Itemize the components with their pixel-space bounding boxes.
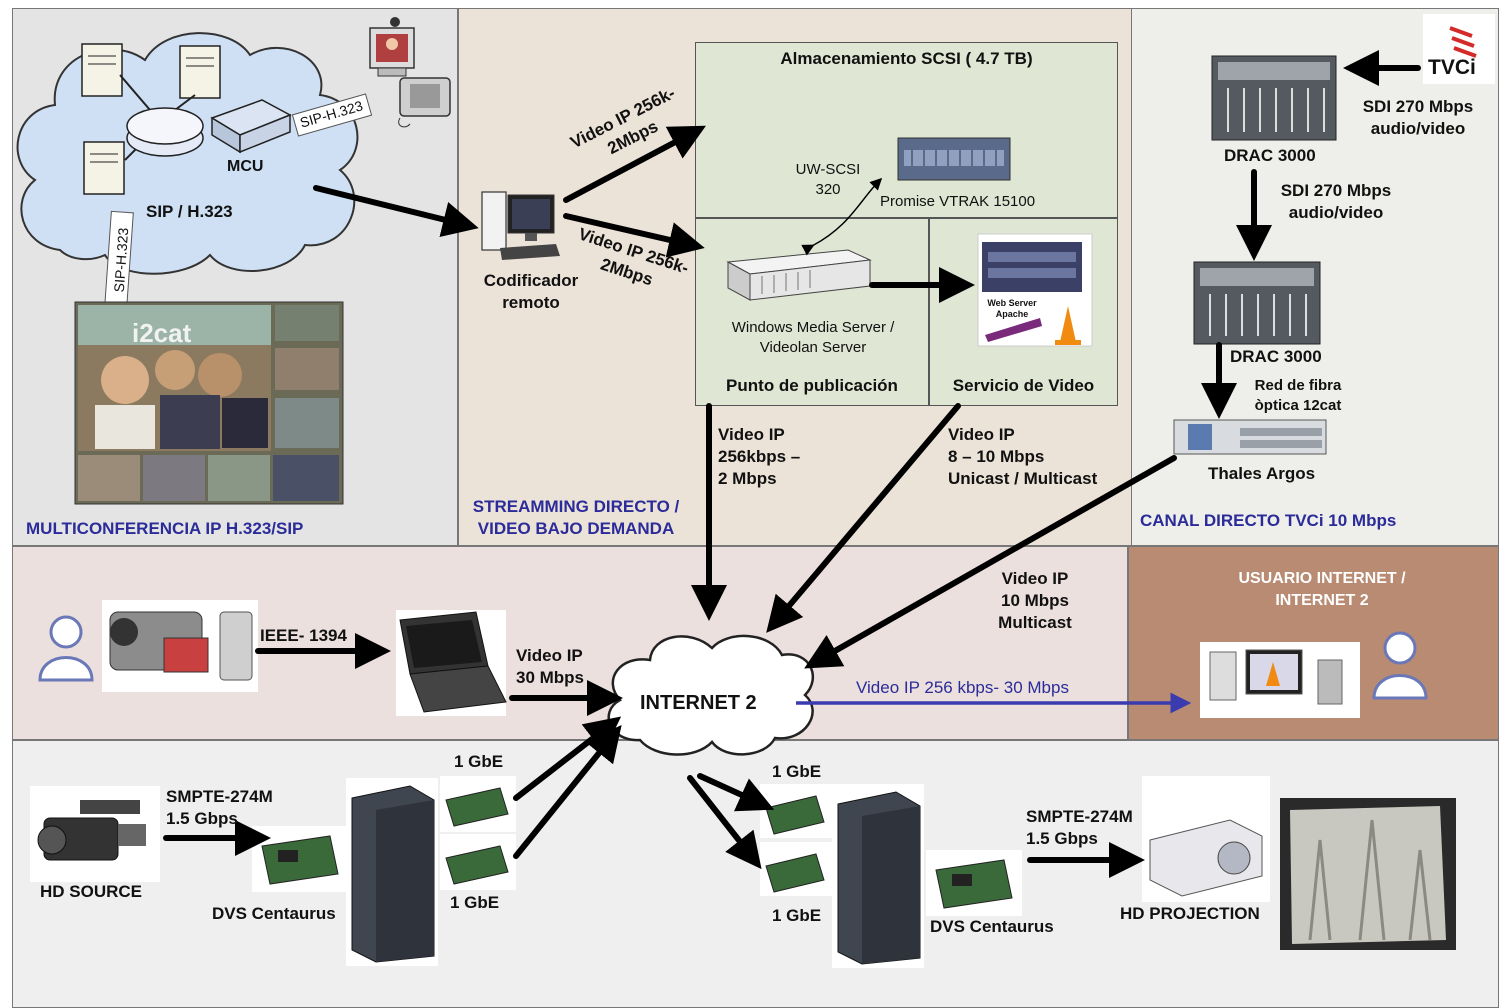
arrow-cloud-to-encoder — [313, 185, 479, 238]
arrow-encoder-to-wms — [563, 213, 705, 258]
video30-label: Video IP 30 Mbps — [516, 646, 585, 687]
hd-camera-icon — [30, 786, 160, 882]
thales-argos-icon — [1173, 419, 1327, 455]
hd-source-label: HD SOURCE — [40, 882, 143, 901]
gbe-left-bottom-label: 1 GbE — [450, 893, 500, 912]
gbe-left-top-label: 1 GbE — [454, 752, 504, 771]
storage-box — [695, 42, 1118, 218]
tvci-logo-text: TVCi — [1428, 56, 1476, 79]
encoder-pc-icon — [481, 191, 560, 260]
arrow-uwscsi-link — [801, 177, 883, 256]
multicast-label: Video IP 10 Mbps Multicast — [998, 569, 1072, 632]
arrow-internet-to-gbe — [687, 775, 762, 870]
arrow-gbe-to-internet — [513, 716, 622, 801]
section-streaming: STREAMMING DIRECTO / VIDEO BAJO DEMANDA — [472, 497, 680, 538]
punto-publicacion-label: Punto de publicación — [726, 376, 898, 395]
wms-label: Windows Media Server / Videolan Server — [731, 319, 895, 356]
section-usuario: USUARIO INTERNET / INTERNET 2 — [1238, 570, 1406, 609]
section-multiconferencia: MULTICONFERENCIA IP H.323/SIP — [26, 519, 304, 538]
encoder-label: Codificador remoto — [483, 271, 579, 312]
fibra-label: Red de fibra òptica 12cat — [1254, 377, 1342, 414]
network-card-icon — [760, 842, 832, 896]
server-icon — [179, 45, 221, 99]
arrow-gbe-to-internet — [513, 724, 622, 859]
media-server-icon — [726, 249, 872, 301]
network-card-icon — [440, 776, 516, 832]
arrow-servicio-to-internet — [766, 403, 961, 633]
to-user-label: Video IP 256 kbps- 30 Mbps — [856, 678, 1069, 697]
arrow-thales-to-internet — [804, 455, 1177, 669]
drac-rack-icon — [1193, 261, 1321, 345]
network-card-icon — [440, 834, 516, 890]
user-icon — [1372, 631, 1428, 700]
thales-label: Thales Argos — [1208, 464, 1316, 483]
uw-scsi-label: UW-SCSI 320 — [795, 161, 861, 198]
arrow-internet-to-gbe — [697, 773, 775, 812]
video-brand-label: i2cat — [132, 318, 192, 348]
web-server-icon — [977, 233, 1093, 347]
mcu-label: MCU — [227, 158, 264, 175]
sip-h323-label: SIP / H.323 — [146, 202, 233, 221]
tvci-logo-icon — [1423, 14, 1495, 84]
server-icon — [83, 141, 125, 195]
dvs-left-label: DVS Centaurus — [212, 904, 336, 923]
storage-array-icon — [897, 137, 1011, 181]
network-card-icon — [760, 784, 832, 838]
internet2-label: INTERNET 2 — [640, 692, 757, 714]
arrow-encoder-to-storage — [563, 125, 706, 203]
projector-icon — [1142, 776, 1270, 902]
webserver-label: Web Server Apache — [987, 298, 1037, 319]
gbe-right-top-label: 1 GbE — [772, 762, 822, 781]
sdi-mid-label: SDI 270 Mbps audio/video — [1280, 181, 1392, 222]
out-left-label: Video IP 256kbps – 2 Mbps — [718, 425, 801, 488]
user-icon — [38, 615, 94, 682]
server-icon — [81, 43, 123, 97]
drac-rack-icon — [1211, 55, 1337, 141]
ieee-label: IEEE- 1394 — [260, 626, 347, 645]
servicio-video-label: Servicio de Video — [952, 376, 1095, 395]
laptop-icon — [396, 610, 507, 716]
storage-title: Almacenamiento SCSI ( 4.7 TB) — [780, 49, 1033, 68]
drac2-label: DRAC 3000 — [1230, 347, 1322, 366]
section-tvci: CANAL DIRECTO TVCi 10 Mbps — [1140, 511, 1397, 530]
smpte-left-label: SMPTE-274M 1.5 Gbps — [166, 787, 273, 828]
smpte-right-label: SMPTE-274M 1.5 Gbps — [1026, 807, 1133, 848]
tower-server-icon — [832, 784, 924, 968]
hd-projection-label: HD PROJECTION — [1120, 904, 1260, 923]
drac1-label: DRAC 3000 — [1224, 146, 1316, 165]
sdi-top-label: SDI 270 Mbps audio/video — [1362, 97, 1474, 138]
projection-screen-image — [1280, 798, 1456, 950]
capture-card-icon — [926, 850, 1022, 916]
dvs-right-label: DVS Centaurus — [930, 917, 1054, 936]
promise-label: Promise VTRAK 15100 — [880, 193, 1036, 210]
videophone-icon — [369, 17, 451, 128]
out-right-label: Video IP 8 – 10 Mbps Unicast / Multicast — [948, 425, 1098, 488]
router-icon — [119, 74, 204, 161]
tower-server-icon — [346, 778, 438, 966]
user-computer-icon — [1200, 642, 1360, 718]
mcu-device-icon — [210, 99, 292, 154]
sip-link-line — [291, 93, 373, 137]
capture-card-icon — [252, 826, 348, 892]
camcorder-icon — [102, 600, 258, 692]
gbe-right-bottom-label: 1 GbE — [772, 906, 822, 925]
videoconference-screen — [74, 301, 344, 505]
